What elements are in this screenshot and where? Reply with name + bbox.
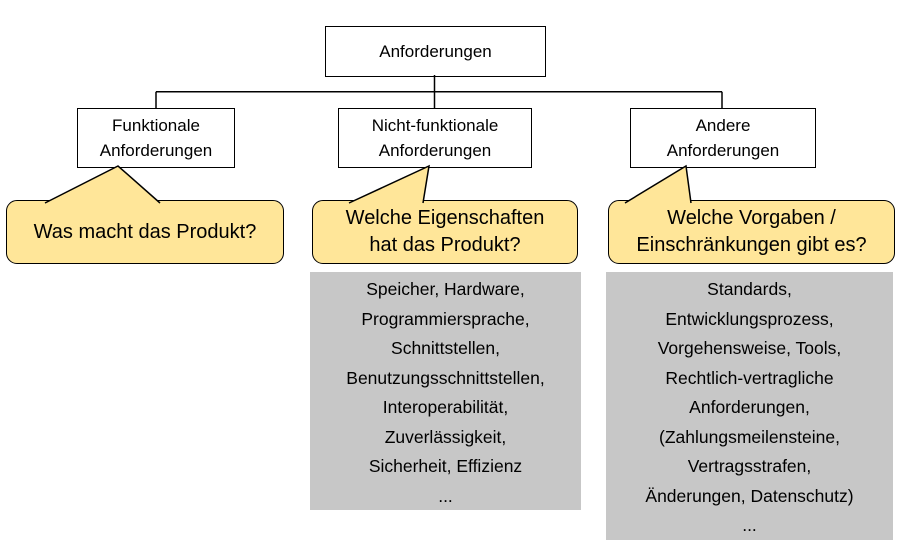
node-nicht-funktionale-anforderungen: Nicht-funktionale Anforderungen	[338, 108, 532, 168]
node-anforderungen-label: Anforderungen	[379, 42, 492, 61]
callout-tail-outline	[44, 165, 161, 204]
callout-tail-outline	[348, 164, 430, 204]
node-nicht-funktionale-label: Nicht-funktionale Anforderungen	[371, 116, 499, 160]
callout-tail-funktionale	[44, 165, 161, 204]
callout-funktionale-question-text: Was macht das Produkt?	[33, 220, 257, 243]
callout-nicht-funktionale-question: Welche Eigenschaften hat das Produkt?	[312, 200, 578, 264]
callout-nicht-funktionale-question-text: Welche Eigenschaften hat das Produkt?	[345, 207, 545, 256]
callout-tail-fill	[45, 166, 160, 203]
node-funktionale-label: Funktionale Anforderungen	[99, 116, 213, 160]
node-andere-label: Andere Anforderungen	[666, 116, 780, 160]
callout-tail-fill	[349, 166, 429, 203]
examples-nicht-funktionale: Speicher, Hardware, Programmiersprache, …	[310, 272, 581, 510]
callout-andere-question-text: Welche Vorgaben / Einschränkungen gibt e…	[636, 207, 867, 256]
callout-funktionale-question: Was macht das Produkt?	[6, 200, 284, 264]
callout-tail-outline	[624, 164, 692, 204]
node-andere-anforderungen: Andere Anforderungen	[630, 108, 816, 168]
node-funktionale-anforderungen: Funktionale Anforderungen	[77, 108, 235, 168]
callout-tail-fill	[625, 166, 691, 203]
tree-connector-lines	[155, 75, 723, 108]
callout-tail-nicht-funktionale	[348, 164, 430, 204]
examples-andere: Standards, Entwicklungsprozess, Vorgehen…	[606, 272, 893, 540]
callout-tail-andere	[624, 164, 692, 204]
callout-andere-question: Welche Vorgaben / Einschränkungen gibt e…	[608, 200, 895, 264]
node-anforderungen: Anforderungen	[325, 26, 546, 77]
